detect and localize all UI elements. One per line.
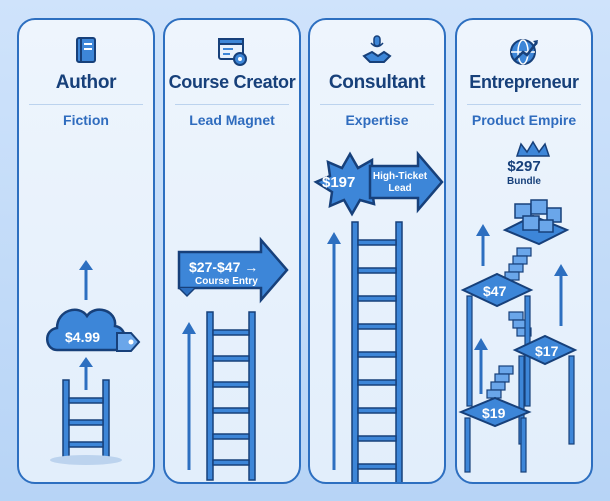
up-arrow-icon: [79, 260, 93, 300]
price-label: $27-$47 →: [189, 259, 259, 275]
price-label: $197: [322, 174, 356, 191]
book-icon: [76, 37, 96, 63]
up-arrow-icon: [327, 232, 341, 470]
panel-title: Consultant: [328, 72, 426, 93]
consultant-art: [313, 150, 444, 482]
panel-entrepreneur: Entrepreneur Product Empire: [455, 18, 593, 484]
ladder-icon: [351, 221, 403, 482]
step-price-17: $17: [535, 343, 559, 359]
banner-arrow-icon: [177, 236, 289, 304]
up-arrow-icon: [79, 357, 93, 390]
divider: [320, 104, 434, 105]
browser-gear-icon: [218, 38, 247, 66]
panel-title: Author: [55, 72, 117, 93]
banner-arrow-icon: [368, 150, 444, 214]
ladder-icon: [62, 379, 110, 459]
up-arrow-icon: [554, 264, 568, 326]
platform-17: [512, 334, 578, 445]
panel-title: Entrepreneur: [469, 72, 579, 92]
course-creator-art: [177, 236, 289, 481]
price-label: $4.99: [65, 329, 101, 345]
step-price-19: $19: [482, 405, 506, 421]
price-note: Course Entry: [195, 276, 258, 287]
price-tag-icon: [116, 332, 141, 352]
staircase-icon: [486, 247, 532, 399]
step-price-47: $47: [483, 283, 507, 299]
panel-course-creator: Course Creator Lead Magnet: [163, 18, 301, 484]
panel-subtitle: Product Empire: [471, 112, 577, 128]
crown-icon: [515, 140, 551, 157]
globe-growth-icon: [510, 39, 538, 65]
up-arrow-icon: [476, 224, 490, 266]
platform-19: [458, 396, 532, 473]
panel-subtitle: Expertise: [345, 112, 409, 128]
divider: [467, 104, 581, 105]
panel-subtitle: Fiction: [63, 112, 109, 128]
divider: [175, 104, 289, 105]
ladder-icon: [206, 311, 256, 481]
up-arrow-icon: [474, 338, 488, 394]
handshake-mic-icon: [362, 35, 392, 63]
entrepreneur-art: [458, 140, 578, 473]
top-price: $297: [507, 158, 541, 175]
top-note: Bundle: [507, 176, 541, 187]
panel-subtitle: Lead Magnet: [189, 112, 275, 128]
divider: [29, 104, 143, 105]
author-art: [46, 260, 141, 465]
panel-author: Author Fiction: [17, 18, 155, 484]
panel-consultant: Consultant Expertise: [308, 18, 446, 484]
panel-title: Course Creator: [168, 72, 296, 92]
price-note: High-Ticket Lead: [372, 171, 428, 194]
bundle-boxes-icon: [502, 199, 570, 246]
up-arrow-icon: [182, 322, 196, 470]
